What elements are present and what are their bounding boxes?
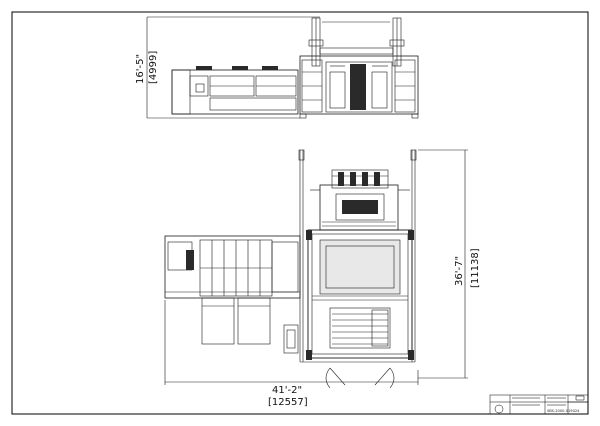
depth-dimension-metric: [11138] <box>470 248 481 288</box>
depth-dimension-imperial: 36'-7" <box>454 256 465 286</box>
title-block <box>489 394 589 415</box>
height-dimension-imperial: 16'-5" <box>135 54 146 84</box>
elevation-view <box>146 16 419 119</box>
drawing-number: SBS-2000-019024 <box>547 409 580 413</box>
company-logo <box>494 404 504 414</box>
width-dimension-imperial: 41'-2" <box>272 385 302 396</box>
sheet-border <box>11 11 589 415</box>
height-dimension-metric: [4999] <box>148 51 159 84</box>
width-dimension-metric: [12557] <box>268 397 308 408</box>
plan-view <box>164 149 468 389</box>
